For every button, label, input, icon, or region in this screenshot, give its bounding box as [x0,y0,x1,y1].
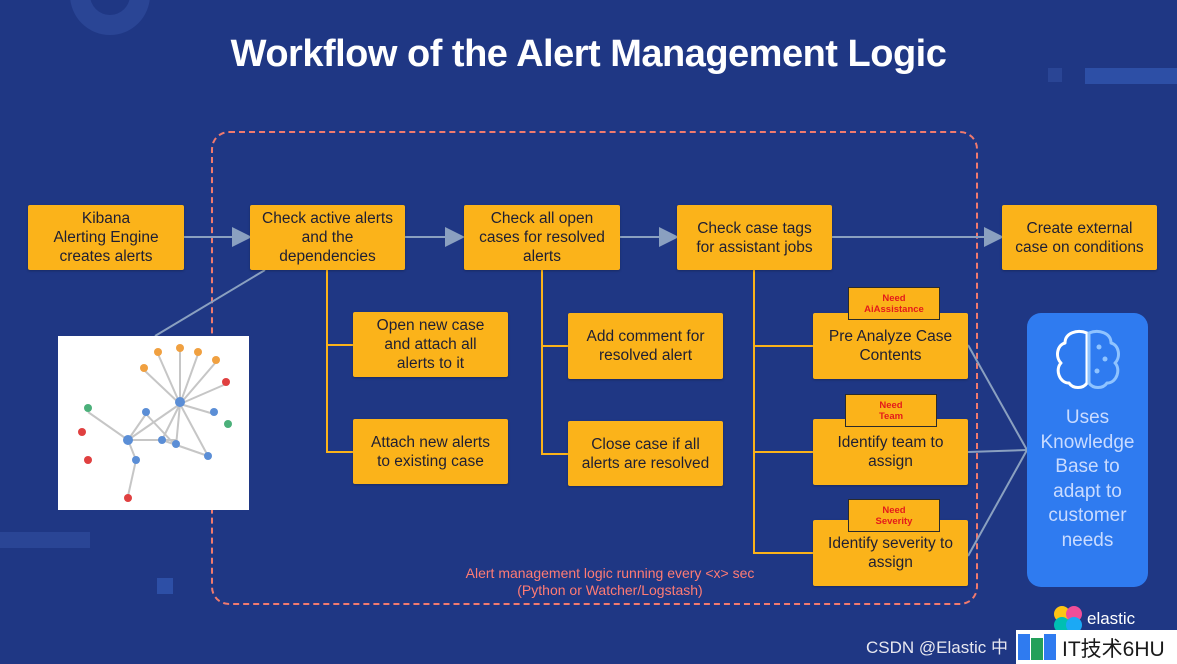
open-new-case-box: Open new case and attach all alerts to i… [353,312,508,377]
kb-link-severity [967,449,1028,557]
knowledge-base-text: Uses Knowledge Base to adapt to customer… [1040,407,1135,551]
branch-attach [326,345,353,453]
branch-pre [753,270,813,347]
add-comment-box: Add comment for resolved alert [568,313,723,379]
csdn-watermark: CSDN @Elastic 中 [866,638,1008,657]
branch-open-new [326,270,353,346]
check-open-cases-box: Check all open cases for resolved alerts [464,205,620,270]
elastic-logo-icon [1054,606,1082,633]
need-ai-tag: Need AiAssistance [848,287,940,320]
it-badge-icon [1018,634,1056,660]
it-badge-text: IT技术6HU [1062,638,1165,661]
need-severity-tag: Need Severity [848,499,940,532]
kb-link-pre [967,344,1028,451]
loop-caption: Alert management logic running every <x>… [465,565,755,598]
identify-team-box: Identify team to assign [813,419,968,485]
brain-icon [1056,329,1120,389]
pre-analyze-box: Pre Analyze Case Contents [813,313,968,379]
branch-severity [753,452,813,554]
kb-link-team [967,449,1028,453]
close-case-box: Close case if all alerts are resolved [568,421,723,486]
attach-new-alerts-box: Attach new alerts to existing case [353,419,508,484]
branch-close [541,346,568,455]
branch-team [753,346,813,453]
elastic-brand-text: elastic [1087,609,1136,628]
graph-connector [154,269,266,337]
create-external-case-box: Create external case on conditions [1002,205,1157,270]
network-graph-image [58,336,249,510]
branch-comment [541,270,568,347]
check-case-tags-box: Check case tags for assistant jobs [677,205,832,270]
page-title: Workflow of the Alert Management Logic [230,33,947,75]
network-graph-svg [78,344,232,502]
kibana-alerting-box: Kibana Alerting Engine creates alerts [28,205,184,270]
check-active-alerts-box: Check active alerts and the dependencies [250,205,405,270]
need-team-tag: Need Team [845,394,937,427]
